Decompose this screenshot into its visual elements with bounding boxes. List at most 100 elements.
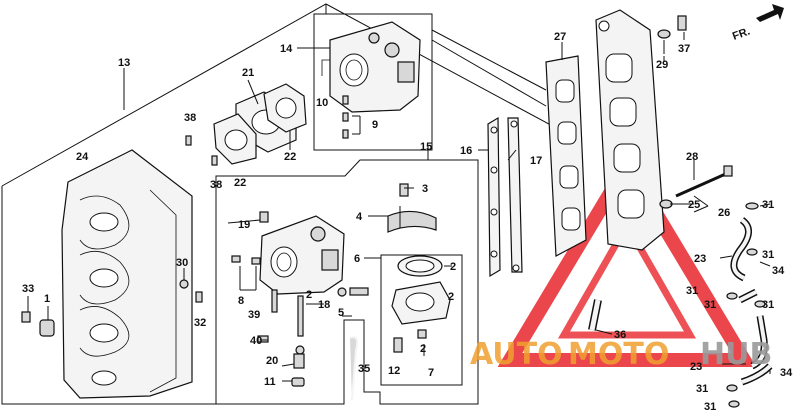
label-31a: 31 bbox=[762, 199, 774, 211]
label-19: 19 bbox=[238, 219, 250, 231]
label-25: 25 bbox=[688, 199, 700, 211]
label-21: 21 bbox=[242, 67, 254, 79]
label-31g: 31 bbox=[704, 401, 716, 413]
label-22b: 22 bbox=[284, 151, 296, 163]
label-27: 27 bbox=[554, 31, 566, 43]
watermark-text: AUTO MOTO HUB bbox=[470, 337, 772, 372]
label-4: 4 bbox=[356, 211, 363, 223]
screw-12 bbox=[393, 337, 403, 353]
oring-20 bbox=[295, 345, 305, 355]
label-14: 14 bbox=[280, 43, 293, 55]
label-17: 17 bbox=[530, 155, 542, 167]
label-32: 32 bbox=[194, 317, 206, 329]
label-38a: 38 bbox=[184, 112, 196, 124]
group-6-box bbox=[380, 254, 463, 386]
label-11: 11 bbox=[264, 376, 276, 388]
label-18: 18 bbox=[318, 299, 330, 311]
label-2d: 2 bbox=[420, 343, 426, 355]
carburetor-14 bbox=[321, 21, 421, 113]
clips-31 bbox=[726, 202, 766, 408]
bolt-3 bbox=[399, 183, 409, 197]
label-31e: 31 bbox=[762, 299, 774, 311]
needle-39 bbox=[271, 289, 278, 313]
label-30: 30 bbox=[176, 257, 188, 269]
gasket-22b bbox=[213, 113, 257, 165]
label-31f: 31 bbox=[696, 383, 708, 395]
carburetor-15 bbox=[259, 215, 345, 295]
label-38b: 38 bbox=[210, 179, 222, 191]
washer-2 bbox=[337, 287, 347, 297]
label-34b: 34 bbox=[780, 367, 793, 379]
label-16: 16 bbox=[460, 145, 472, 157]
label-24: 24 bbox=[76, 151, 89, 163]
pin-38a bbox=[185, 135, 192, 146]
watermark-hub: HUB bbox=[700, 337, 772, 372]
label-31b: 31 bbox=[762, 249, 774, 261]
label-12: 12 bbox=[388, 365, 400, 377]
screw-19 bbox=[259, 211, 269, 223]
rail-16 bbox=[487, 116, 501, 278]
group-15-box bbox=[215, 159, 479, 405]
label-40: 40 bbox=[250, 335, 262, 347]
label-10: 10 bbox=[316, 97, 328, 109]
throttle-body-6 bbox=[391, 281, 451, 325]
label-31c: 31 bbox=[686, 285, 698, 297]
label-39: 39 bbox=[248, 309, 260, 321]
label-26: 26 bbox=[718, 207, 730, 219]
clip-4 bbox=[387, 210, 437, 233]
label-23a: 23 bbox=[694, 253, 706, 265]
label-3: 3 bbox=[422, 183, 428, 195]
jet-18 bbox=[297, 295, 304, 337]
leader-lines bbox=[123, 32, 771, 382]
rail-17 bbox=[507, 117, 523, 273]
front-direction-arrow: FR. bbox=[731, 4, 784, 43]
bolt-37 bbox=[677, 15, 687, 31]
label-35: 35 bbox=[358, 363, 370, 375]
screw-32 bbox=[195, 291, 203, 303]
bolt-28 bbox=[675, 170, 731, 198]
screw-8b bbox=[251, 257, 261, 265]
label-37: 37 bbox=[678, 43, 690, 55]
label-23b: 23 bbox=[690, 361, 702, 373]
plug-11 bbox=[291, 377, 305, 387]
label-2b: 2 bbox=[450, 261, 456, 273]
label-5: 5 bbox=[338, 307, 344, 319]
watermark-triangle bbox=[497, 151, 757, 367]
washer-30 bbox=[179, 279, 189, 289]
label-7: 7 bbox=[428, 367, 434, 379]
washer-29 bbox=[657, 29, 671, 39]
label-2a: 2 bbox=[306, 289, 312, 301]
label-9: 9 bbox=[372, 119, 378, 131]
label-33: 33 bbox=[22, 283, 34, 295]
bolt-33 bbox=[21, 311, 31, 323]
screw-40 bbox=[257, 335, 269, 343]
watermark-inner-triangle bbox=[557, 217, 697, 339]
part-labels: 13 14 15 24 33 1 30 32 38 38 21 22 22 10… bbox=[22, 31, 793, 413]
watermark-auto: AUTO bbox=[470, 337, 563, 372]
intake-manifold bbox=[61, 149, 193, 399]
group-14-box bbox=[313, 13, 433, 151]
watermark-moto: MOTO bbox=[568, 337, 669, 372]
label-15: 15 bbox=[420, 141, 432, 153]
gasket-22a bbox=[263, 83, 307, 133]
label-1: 1 bbox=[44, 293, 50, 305]
screws-9-10 bbox=[342, 95, 361, 139]
screw-2 bbox=[349, 287, 369, 296]
label-8: 8 bbox=[238, 295, 244, 307]
label-29: 29 bbox=[656, 59, 668, 71]
label-36: 36 bbox=[614, 329, 626, 341]
screw-7 bbox=[417, 329, 427, 339]
grommet-1 bbox=[39, 319, 55, 337]
gasket-27 bbox=[545, 55, 587, 257]
watermark-logo bbox=[497, 151, 757, 367]
exhaust-manifold bbox=[595, 9, 665, 251]
label-2c: 2 bbox=[448, 291, 454, 303]
label-13: 13 bbox=[118, 57, 130, 69]
label-28: 28 bbox=[686, 151, 698, 163]
label-22a: 22 bbox=[234, 177, 246, 189]
pin-38b bbox=[211, 155, 218, 166]
front-direction-label: FR. bbox=[731, 25, 752, 42]
label-20: 20 bbox=[266, 355, 278, 367]
